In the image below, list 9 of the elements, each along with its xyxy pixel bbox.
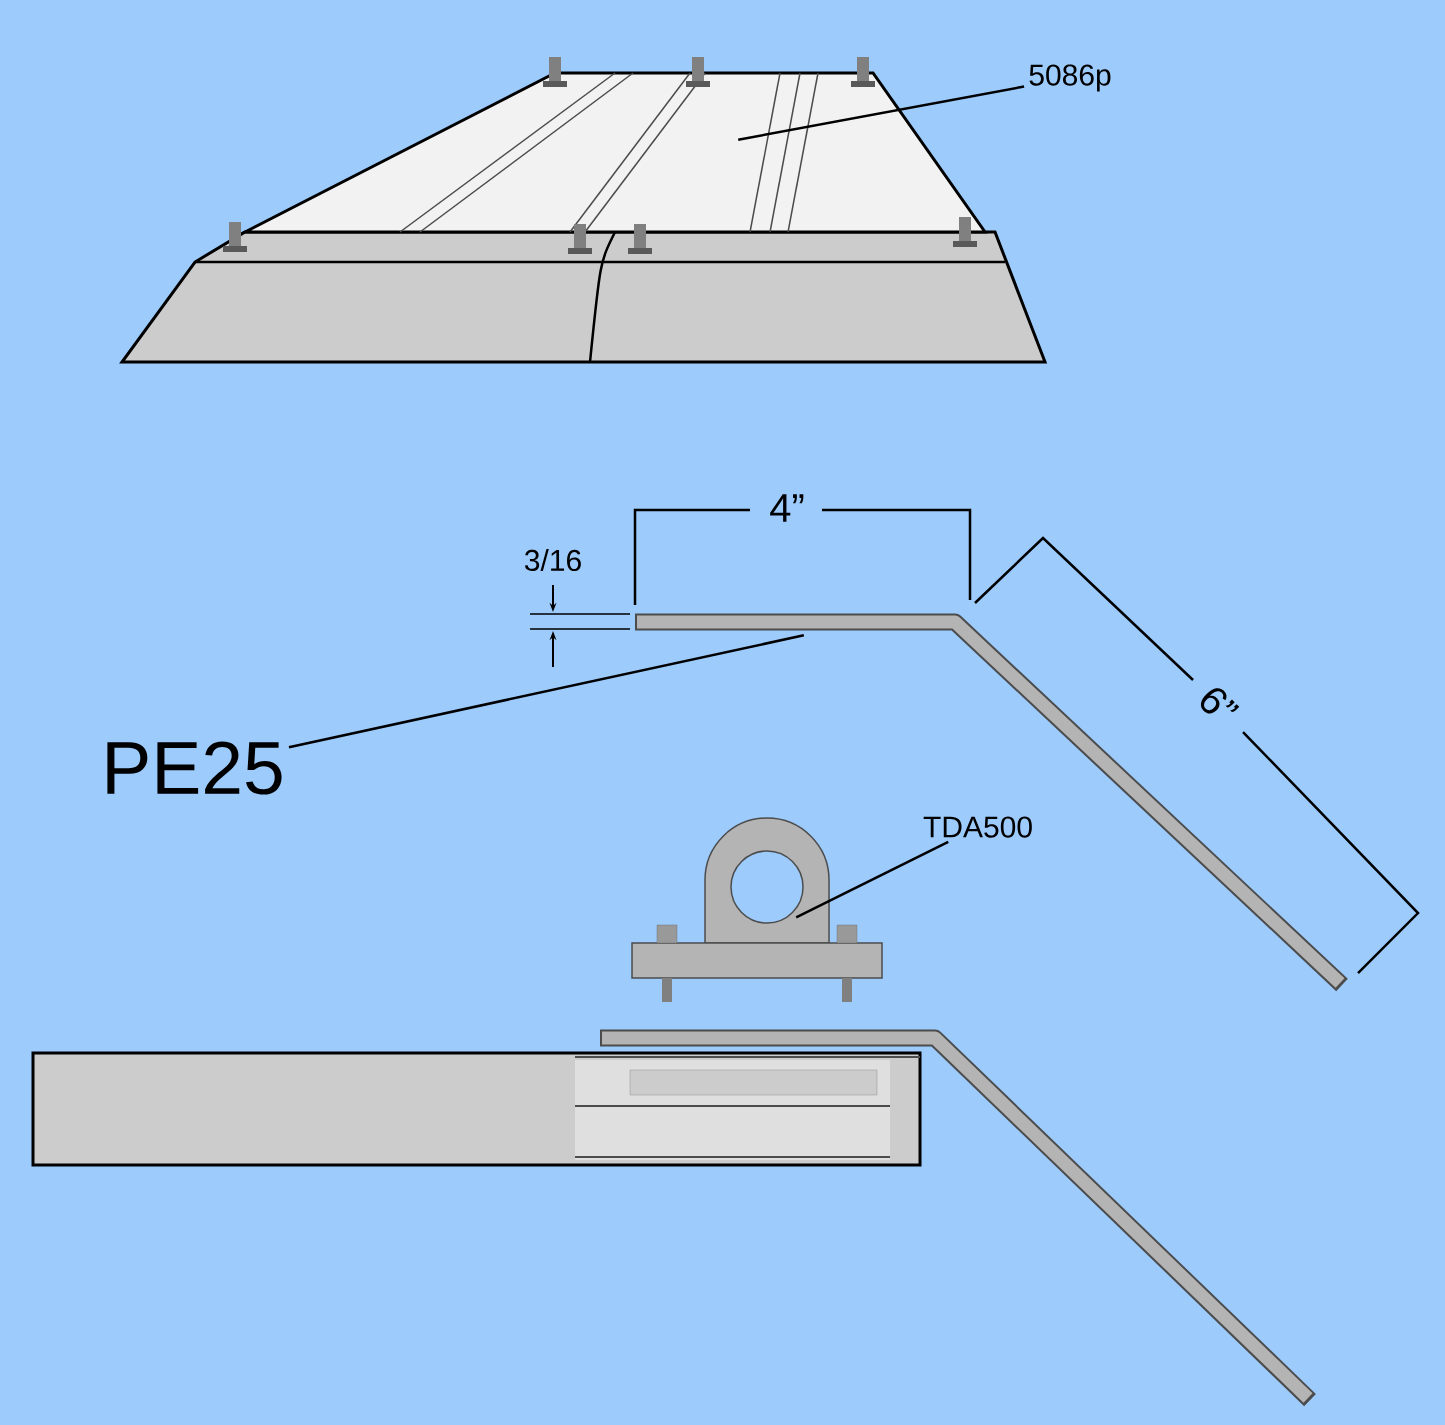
dimension-label: 3/16 bbox=[524, 549, 581, 572]
leader-line bbox=[795, 840, 949, 919]
part-label: PE25 bbox=[107, 741, 282, 795]
dimension-label: 6” bbox=[1200, 688, 1240, 714]
leader-line bbox=[738, 85, 1025, 141]
dimension-label: 4” bbox=[770, 494, 804, 522]
part-label: 5086p bbox=[1029, 64, 1111, 92]
angle-strip-drawing bbox=[635, 613, 1348, 992]
leader-line bbox=[288, 634, 805, 749]
